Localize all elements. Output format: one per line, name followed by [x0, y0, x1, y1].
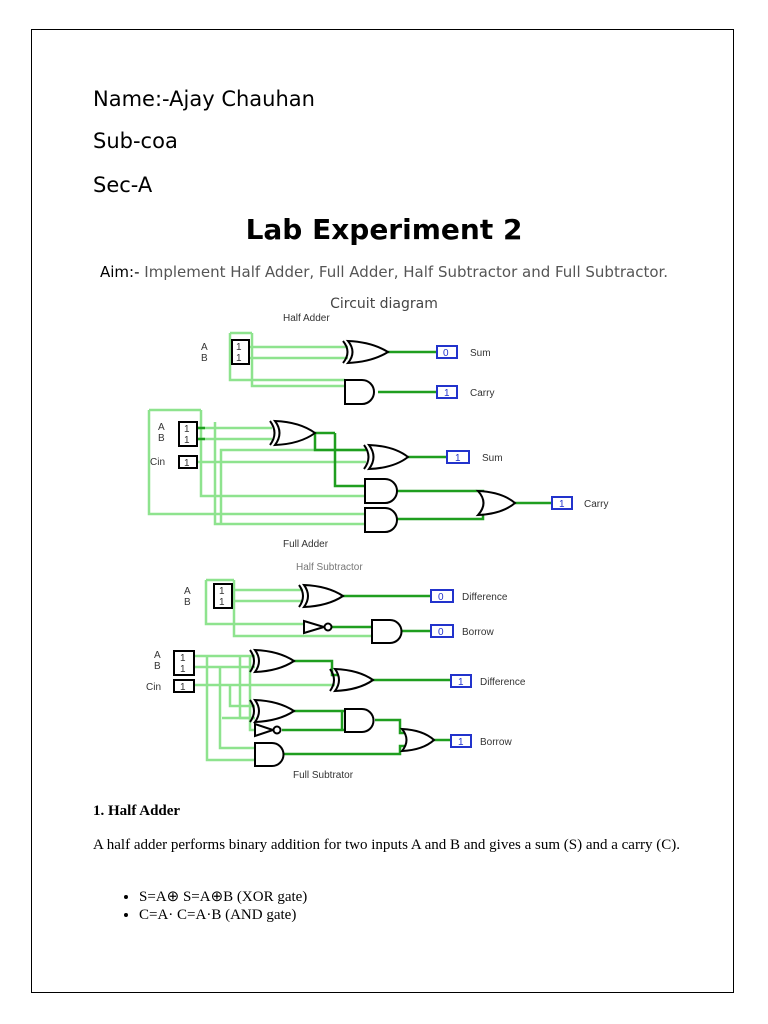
- page-title: Lab Experiment 2: [245, 213, 523, 246]
- list-item: C=A· C=A·B (AND gate): [139, 906, 307, 924]
- svg-text:1: 1: [219, 597, 225, 608]
- svg-text:B: B: [184, 597, 191, 608]
- half-adder-carry-label: Carry: [470, 388, 494, 399]
- svg-text:1: 1: [180, 682, 186, 693]
- svg-text:1: 1: [444, 388, 450, 399]
- full-adder-title: Full Adder: [283, 539, 329, 550]
- svg-text:1: 1: [458, 677, 464, 688]
- section-line: Sec-A: [93, 173, 153, 197]
- svg-text:1: 1: [458, 737, 464, 748]
- svg-text:0: 0: [438, 627, 444, 638]
- half-adder-pin-a: 1: [236, 342, 242, 353]
- svg-text:1: 1: [455, 453, 461, 464]
- half-adder-circuit: Half Adder A B 1 1: [201, 313, 494, 405]
- xor-gate-icon: [345, 339, 390, 365]
- half-adder-label-a: A: [201, 342, 208, 353]
- full-adder-label-a: A: [158, 422, 165, 433]
- half-subtractor-title: Half Subtractor: [296, 562, 363, 573]
- not-gate-icon: [303, 619, 328, 635]
- half-adder-sum-output: [436, 345, 458, 359]
- page-border: [31, 29, 734, 993]
- half-adder-input-box: [231, 339, 250, 365]
- svg-text:Sum: Sum: [482, 453, 503, 464]
- circuit-diagram-caption: Circuit diagram: [330, 296, 438, 312]
- svg-text:Borrow: Borrow: [462, 627, 494, 638]
- full-subtractor-title: Full Subtrator: [293, 770, 354, 781]
- svg-text:Difference: Difference: [480, 677, 526, 688]
- svg-text:0: 0: [438, 592, 444, 603]
- aim-line: Aim:- Implement Half Adder, Full Adder, …: [100, 263, 668, 281]
- formula-list: S=A⊕ S=A⊕B (XOR gate) C=A· C=A·B (AND ga…: [93, 888, 307, 924]
- section-description: A half adder performs binary addition fo…: [93, 837, 680, 853]
- svg-text:A: A: [184, 586, 191, 597]
- svg-text:Difference: Difference: [462, 592, 508, 603]
- svg-text:0: 0: [443, 348, 449, 359]
- svg-text:1: 1: [184, 424, 190, 435]
- full-adder-label-b: B: [158, 433, 165, 444]
- full-adder-circuit: A B Cin Full Adder: [147, 408, 608, 550]
- svg-text:A: A: [154, 650, 161, 661]
- svg-text:1: 1: [559, 499, 565, 510]
- aim-text: Implement Half Adder, Full Adder, Half S…: [139, 263, 669, 281]
- half-adder-carry-output: [436, 385, 458, 399]
- svg-text:Cin: Cin: [146, 682, 161, 693]
- circuit-diagram: Half Adder A B 1 1: [146, 313, 608, 781]
- svg-text:Borrow: Borrow: [480, 737, 512, 748]
- half-adder-label-b: B: [201, 353, 208, 364]
- svg-text:1: 1: [180, 664, 186, 675]
- svg-text:Carry: Carry: [584, 499, 608, 510]
- section-heading-half-adder: 1. Half Adder: [93, 803, 181, 819]
- full-subtractor-circuit: A B Cin Full Subtrator: [146, 648, 526, 781]
- svg-text:1: 1: [184, 435, 190, 446]
- svg-text:1: 1: [180, 653, 186, 664]
- list-item: S=A⊕ S=A⊕B (XOR gate): [139, 888, 307, 906]
- half-subtractor-circuit: Half Subtractor A B 1 1: [184, 562, 508, 644]
- student-name: Name:-Ajay Chauhan: [93, 87, 315, 111]
- subject-line: Sub-coa: [93, 129, 178, 153]
- svg-text:B: B: [154, 661, 161, 672]
- half-adder-pin-b: 1: [236, 353, 242, 364]
- svg-text:1: 1: [184, 458, 190, 469]
- full-adder-label-cin: Cin: [150, 457, 165, 468]
- half-adder-sum-label: Sum: [470, 348, 491, 359]
- and-gate-icon: [344, 379, 375, 405]
- svg-text:1: 1: [219, 586, 225, 597]
- aim-label: Aim:-: [100, 263, 140, 281]
- half-adder-title: Half Adder: [283, 313, 330, 324]
